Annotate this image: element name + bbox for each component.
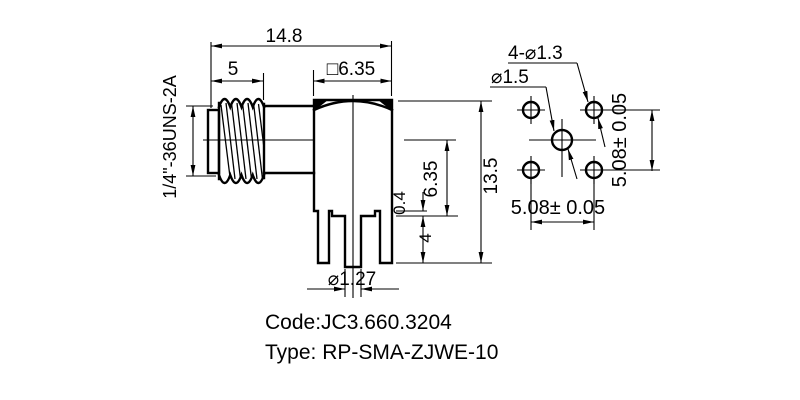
extension-lines <box>186 41 492 297</box>
part-identification: Code:JC3.660.3204 Type: RP-SMA-ZJWE-10 <box>265 311 498 364</box>
footprint-dimension-lines <box>530 109 660 230</box>
thread-profile <box>217 97 266 185</box>
dim-thread-length-label: 5 <box>228 59 239 80</box>
horizontal-pitch-label: 5.08± 0.05 <box>511 197 605 219</box>
connector-body <box>312 98 394 269</box>
thread-spec-label: 1/4"-36UNS-2A <box>160 75 180 198</box>
dim-pin-length-label: 4 <box>416 233 435 242</box>
dimension-lines <box>190 43 484 292</box>
hole-callout-leaders <box>490 62 606 180</box>
body-chamfer-left <box>314 100 328 111</box>
connector-outline <box>203 95 394 298</box>
dim-pin-diameter-label: ⌀1.27 <box>328 269 376 290</box>
dim-axis-to-base-label: 6.35 <box>421 161 442 198</box>
connector-neck <box>262 104 316 175</box>
part-code-label: Code:JC3.660.3204 <box>265 311 452 334</box>
dim-overall-width-label: 14.8 <box>266 26 303 47</box>
side-view: 14.8 5 □6.35 1/4"-36UNS-2A 13.5 6.35 0.4… <box>160 26 502 298</box>
body-chamfer-right <box>378 100 392 111</box>
part-type-label: Type: RP-SMA-ZJWE-10 <box>265 341 498 364</box>
dim-body-square-label: □6.35 <box>327 59 375 80</box>
connector-flange <box>206 108 221 175</box>
dim-boss-step-label: 0.4 <box>390 191 409 215</box>
corner-holes-label: 4-⌀1.3 <box>508 43 563 64</box>
hole-centerlines <box>517 96 608 184</box>
center-hole-label: ⌀1.5 <box>491 67 529 88</box>
dim-height-label: 13.5 <box>481 158 502 195</box>
vertical-pitch-label: 5.08± 0.05 <box>609 93 631 187</box>
footprint-view: 4-⌀1.3 ⌀1.5 5.08± 0.05 5.08± 0.05 <box>490 43 660 230</box>
thread-hatching <box>220 102 265 180</box>
